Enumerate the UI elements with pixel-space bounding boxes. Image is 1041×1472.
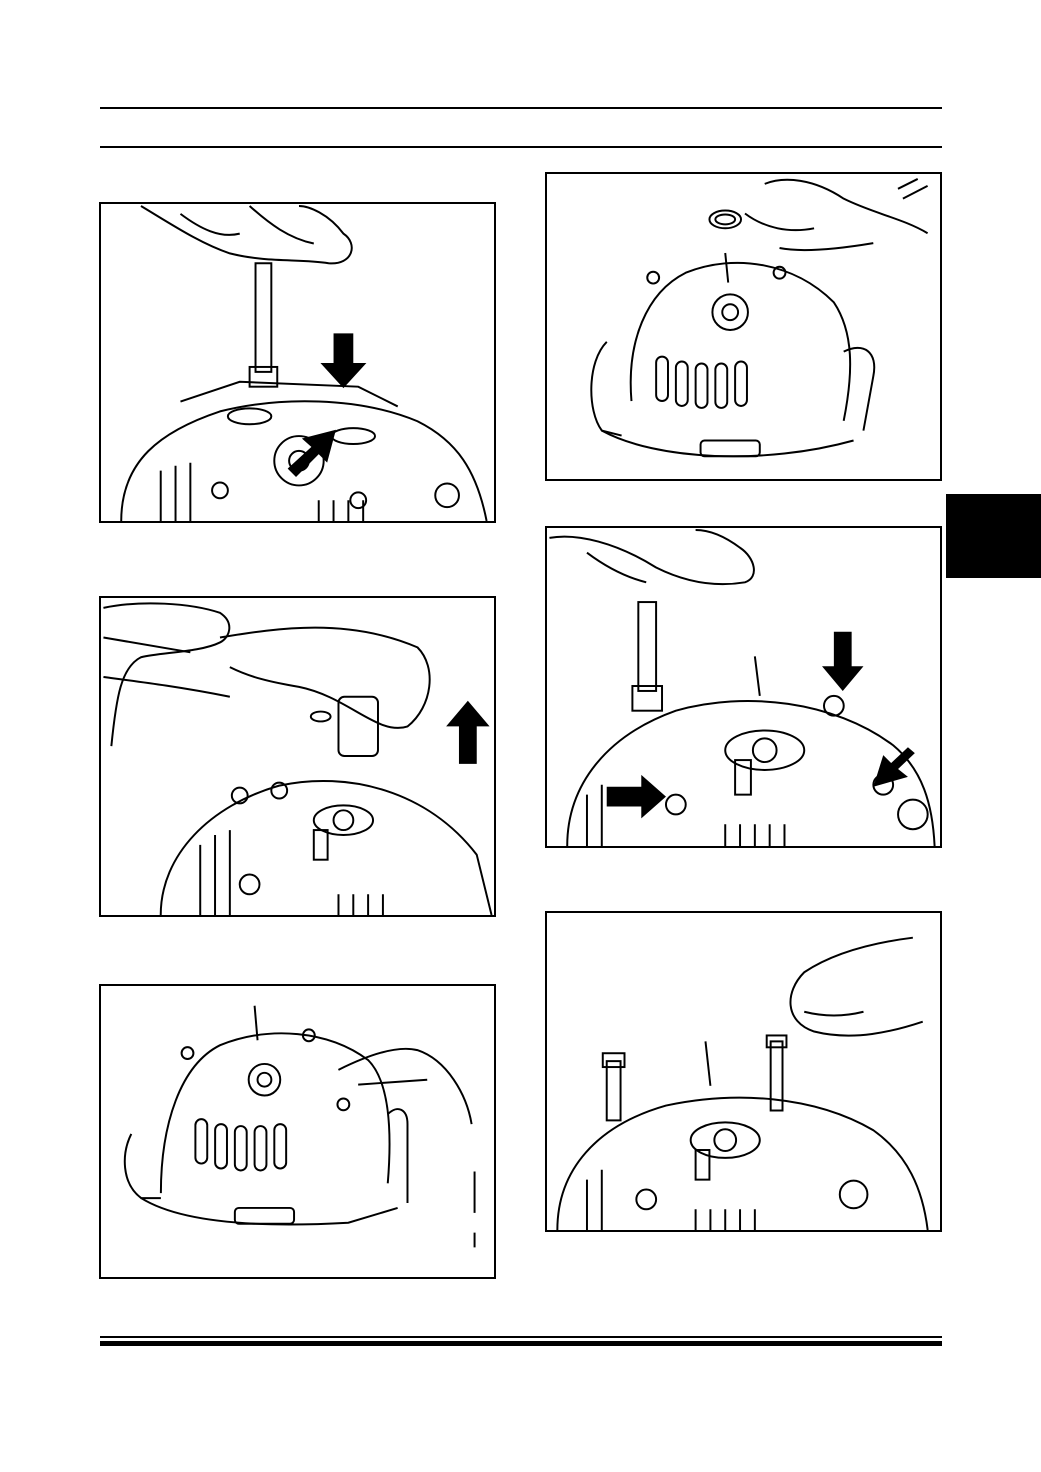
section-tab: [946, 494, 1041, 578]
footer-rule-thin: [100, 1336, 942, 1338]
figure-lifting-rectifier: [99, 596, 496, 917]
header-rule-top: [100, 107, 942, 109]
arrow-up-icon: [446, 700, 490, 764]
figure-placing-wire: [99, 984, 496, 1279]
header-rule-bottom: [100, 146, 942, 148]
figure-inserting-bolts: [545, 911, 942, 1232]
arrow-right-icon: [606, 774, 666, 819]
figure-screwdriver-regulator: [99, 202, 496, 523]
figure-seal-ring: [545, 172, 942, 481]
arrow-diagonal-icon: [287, 429, 336, 477]
figure-removing-screws: [545, 526, 942, 848]
arrow-down-icon: [320, 333, 367, 389]
arrow-left-icon: [873, 747, 915, 787]
arrow-down-icon: [822, 631, 864, 691]
footer-rule-thick: [100, 1341, 942, 1346]
